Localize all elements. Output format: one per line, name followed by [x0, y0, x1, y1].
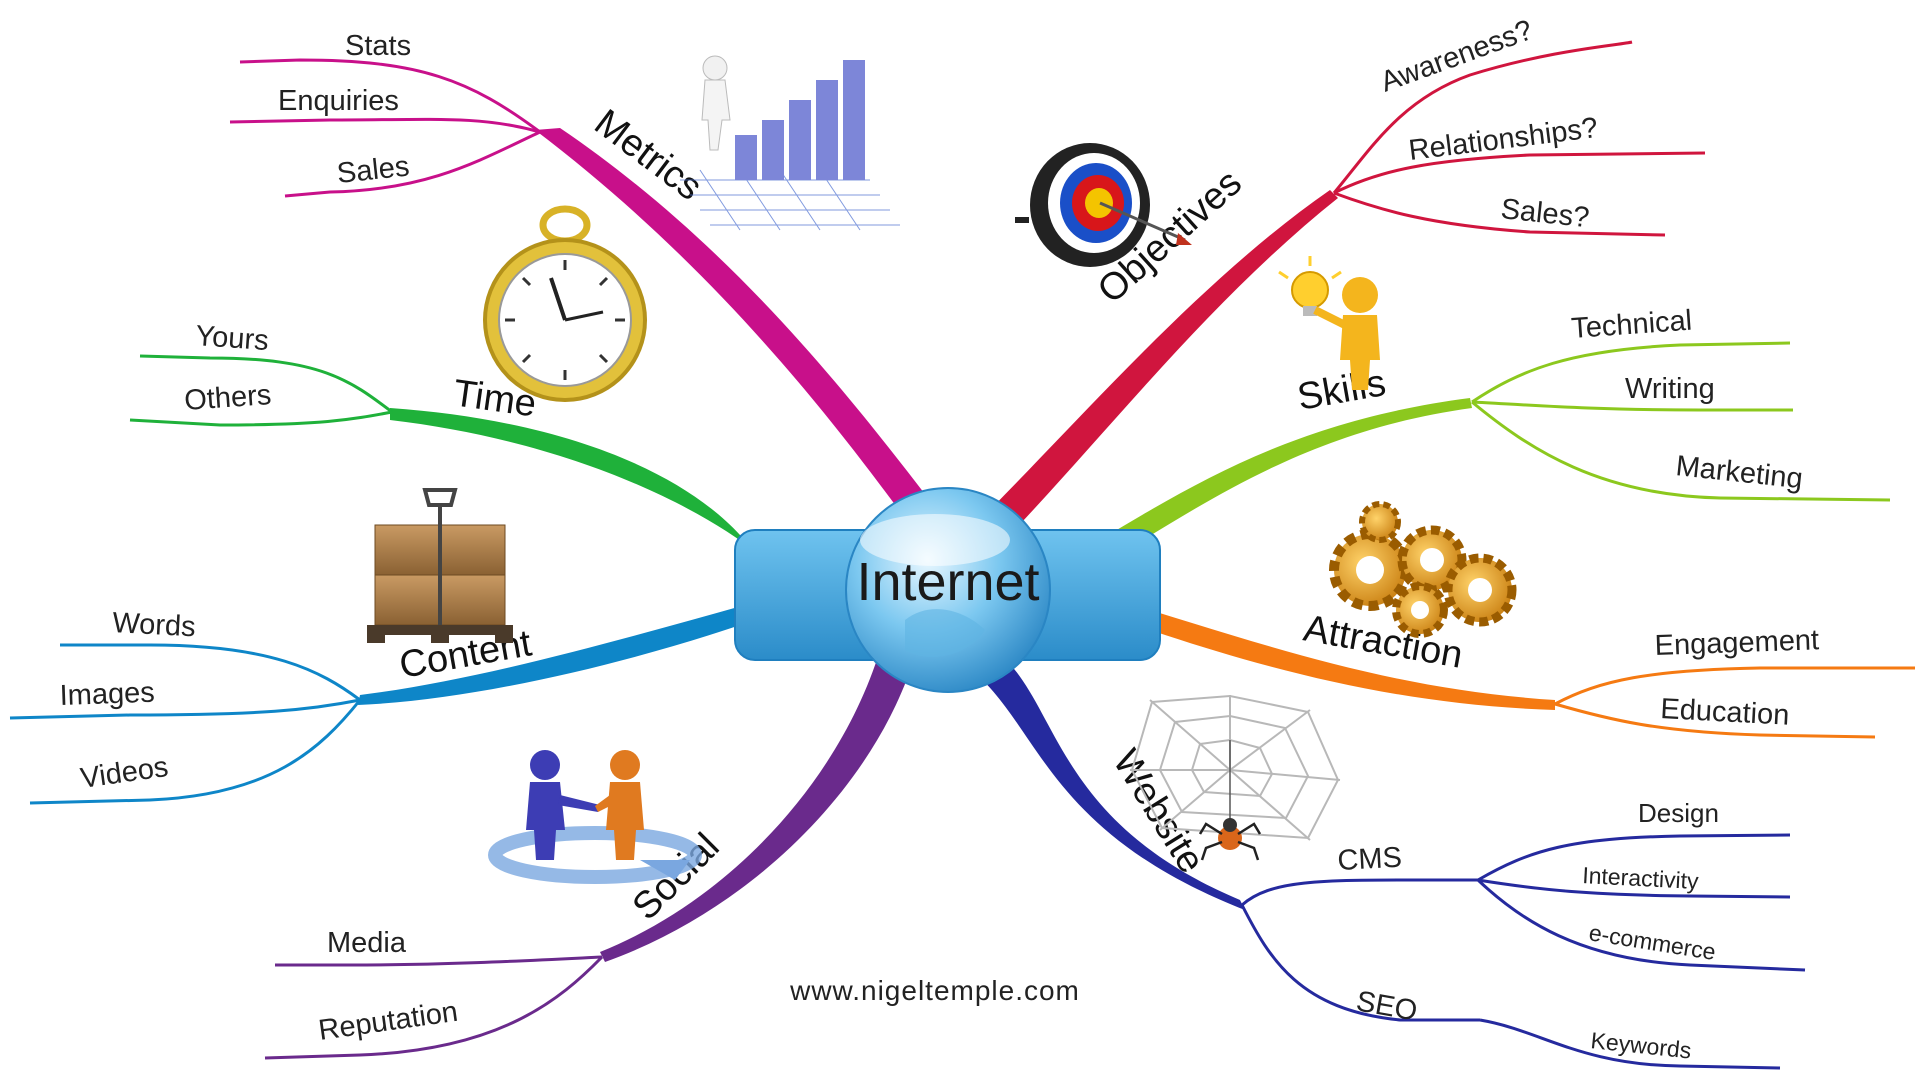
branch-objectives[interactable]: Objectives Awareness? Relationships? Sal… [975, 14, 1706, 540]
metrics-link-sales [284, 130, 541, 198]
skills-link-marketing [1471, 400, 1891, 502]
cms-link-interactivity [1477, 878, 1791, 899]
branch-attraction[interactable]: Attraction Engagement Education [1150, 501, 1915, 739]
stopwatch-icon [483, 205, 647, 402]
website-link-cms [1241, 878, 1478, 907]
content-link-images [9, 698, 361, 720]
branch-content[interactable]: Content Words Images Videos [9, 488, 755, 805]
metrics-link-stats [239, 58, 541, 134]
seo-link-keywords [1479, 1018, 1781, 1070]
social-trunk [600, 650, 912, 962]
leaf-label-yours: Yours [195, 320, 270, 357]
leaf-label-relationships: Relationships? [1407, 112, 1600, 167]
sub-label-cms: CMS [1337, 842, 1403, 877]
globe-land [905, 609, 985, 658]
gears-icon [1329, 501, 1517, 638]
leaf-label-others: Others [183, 379, 272, 417]
content-link-words [60, 643, 361, 702]
website-link-seo [1240, 904, 1480, 1022]
attraction-link-education [1554, 702, 1876, 739]
leaf-label-reputation: Reputation [317, 996, 460, 1047]
attraction-link-engagement [1554, 666, 1915, 706]
central-topic[interactable]: Internet [734, 487, 1161, 693]
sub-label-seo: SEO [1354, 985, 1420, 1027]
leaf-label-ecommerce: e-commerce [1587, 919, 1717, 965]
objectives-trunk [975, 190, 1338, 540]
pallet-boxes-icon [367, 488, 513, 643]
handshake-figures-icon [488, 750, 702, 884]
social-link-reputation [264, 955, 604, 1060]
globe-shine [860, 514, 1010, 566]
leaf-label-awareness: Awareness? [1376, 14, 1536, 98]
leaf-label-objectives-sales: Sales? [1499, 193, 1591, 234]
metrics-link-enquiries [229, 117, 541, 134]
content-link-videos [29, 699, 362, 805]
footer-url[interactable]: www.nigeltemple.com [789, 975, 1080, 1006]
website-trunk [965, 650, 1245, 910]
branch-label-skills: Skills [1294, 362, 1389, 419]
attraction-trunk [1150, 610, 1555, 710]
objectives-link-relationships [1333, 151, 1706, 195]
content-trunk [358, 605, 755, 705]
lightbulb-figure-icon [1278, 256, 1380, 390]
spider-web-icon [1130, 694, 1341, 861]
leaf-label-sales: Sales [335, 151, 410, 190]
leaf-label-images: Images [59, 677, 155, 712]
leaf-label-technical: Technical [1570, 305, 1693, 345]
leaf-label-education: Education [1660, 693, 1790, 732]
leaf-label-engagement: Engagement [1654, 624, 1819, 662]
objectives-link-awareness [1332, 40, 1633, 194]
central-topic-label: Internet [856, 552, 1039, 612]
leaf-label-design: Design [1638, 798, 1719, 828]
leaf-label-interactivity: Interactivity [1582, 862, 1700, 894]
metrics-trunk [535, 128, 945, 525]
leaf-label-enquiries: Enquiries [278, 85, 399, 117]
skills-link-writing [1471, 400, 1793, 412]
leaf-label-words: Words [112, 607, 197, 643]
time-link-others [129, 410, 393, 427]
leaf-label-marketing: Marketing [1674, 450, 1804, 495]
leaf-label-writing: Writing [1625, 373, 1715, 405]
social-link-media [275, 955, 603, 967]
time-trunk [390, 408, 760, 555]
leaf-label-videos: Videos [79, 751, 171, 795]
cms-link-design [1477, 833, 1791, 882]
bar-chart-figure-icon [680, 55, 900, 231]
branch-label-metrics: Metrics [587, 102, 710, 209]
skills-link-technical [1471, 341, 1791, 404]
leaf-label-stats: Stats [345, 30, 411, 62]
objectives-link-sales [1333, 191, 1666, 237]
cms-link-ecommerce [1476, 878, 1806, 972]
branch-time[interactable]: Time Yours Others [129, 205, 760, 555]
target-icon [1015, 143, 1192, 267]
time-link-yours [139, 354, 393, 414]
leaf-label-media: Media [327, 927, 407, 959]
